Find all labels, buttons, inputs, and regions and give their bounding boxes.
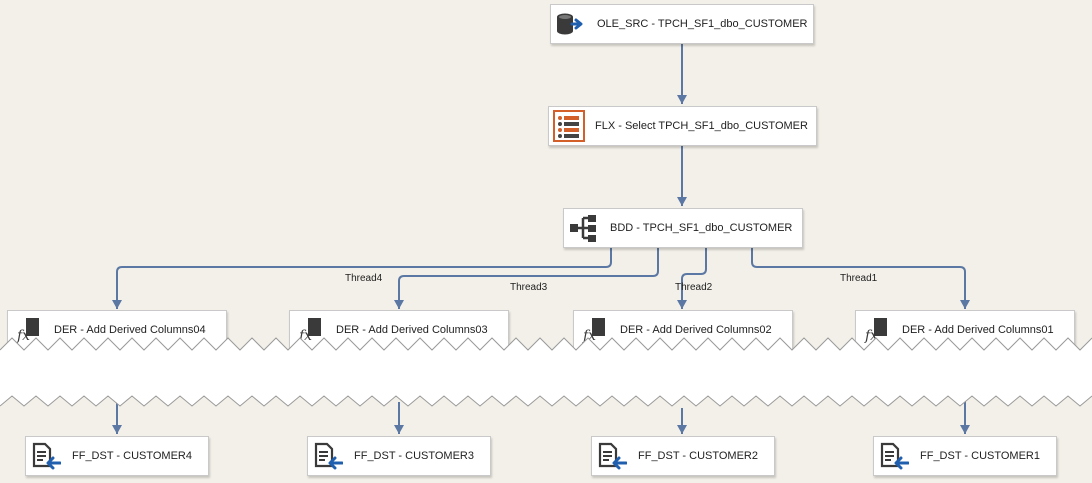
flat-file-destination-icon xyxy=(878,440,910,472)
path-thread2 xyxy=(677,248,707,309)
flat-file-destination-node-4[interactable]: FF_DST - CUSTOMER4 xyxy=(25,436,209,476)
flat-file-destination-node-1[interactable]: FF_DST - CUSTOMER1 xyxy=(873,436,1057,476)
balanced-distributor-node[interactable]: BDD - TPCH_SF1_dbo_CUSTOMER xyxy=(563,208,803,248)
path-label-thread4[interactable]: Thread4 xyxy=(345,273,383,284)
path-label-thread2[interactable]: Thread2 xyxy=(675,282,713,293)
derived-column-node-04[interactable]: fx DER - Add Derived Columns04 xyxy=(7,310,227,350)
flat-file-destination-node-3[interactable]: FF_DST - CUSTOMER3 xyxy=(307,436,491,476)
node-label: DER - Add Derived Columns01 xyxy=(902,324,1054,336)
derived-column-icon: fx xyxy=(12,314,44,346)
path-label-thread1[interactable]: Thread1 xyxy=(840,273,878,284)
node-label: DER - Add Derived Columns03 xyxy=(336,324,488,336)
node-label: OLE_SRC - TPCH_SF1_dbo_CUSTOMER xyxy=(597,18,808,30)
flat-file-destination-icon xyxy=(312,440,344,472)
path-thread3 xyxy=(394,248,659,309)
flat-file-destination-icon xyxy=(30,440,62,472)
node-label: FF_DST - CUSTOMER1 xyxy=(920,450,1040,462)
flat-file-destination-icon xyxy=(596,440,628,472)
node-label: FF_DST - CUSTOMER2 xyxy=(638,450,758,462)
node-label: FF_DST - CUSTOMER4 xyxy=(72,450,192,462)
svg-text:fx: fx xyxy=(16,328,30,344)
select-columns-icon xyxy=(553,110,585,142)
node-label: FLX - Select TPCH_SF1_dbo_CUSTOMER xyxy=(595,120,808,132)
ole-db-source-node[interactable]: OLE_SRC - TPCH_SF1_dbo_CUSTOMER xyxy=(550,4,814,44)
select-columns-node[interactable]: FLX - Select TPCH_SF1_dbo_CUSTOMER xyxy=(548,106,817,146)
derived-column-node-02[interactable]: fx DER - Add Derived Columns02 xyxy=(573,310,793,350)
node-label: DER - Add Derived Columns04 xyxy=(54,324,206,336)
torn-edge-break xyxy=(0,337,1092,407)
node-label: BDD - TPCH_SF1_dbo_CUSTOMER xyxy=(610,222,793,234)
database-source-icon xyxy=(555,8,587,40)
node-label: DER - Add Derived Columns02 xyxy=(620,324,772,336)
flat-file-destination-node-2[interactable]: FF_DST - CUSTOMER2 xyxy=(591,436,775,476)
derived-column-icon: fx xyxy=(578,314,610,346)
path-label-thread3[interactable]: Thread3 xyxy=(510,282,548,293)
node-label: FF_DST - CUSTOMER3 xyxy=(354,450,474,462)
balanced-distributor-icon xyxy=(568,212,600,244)
